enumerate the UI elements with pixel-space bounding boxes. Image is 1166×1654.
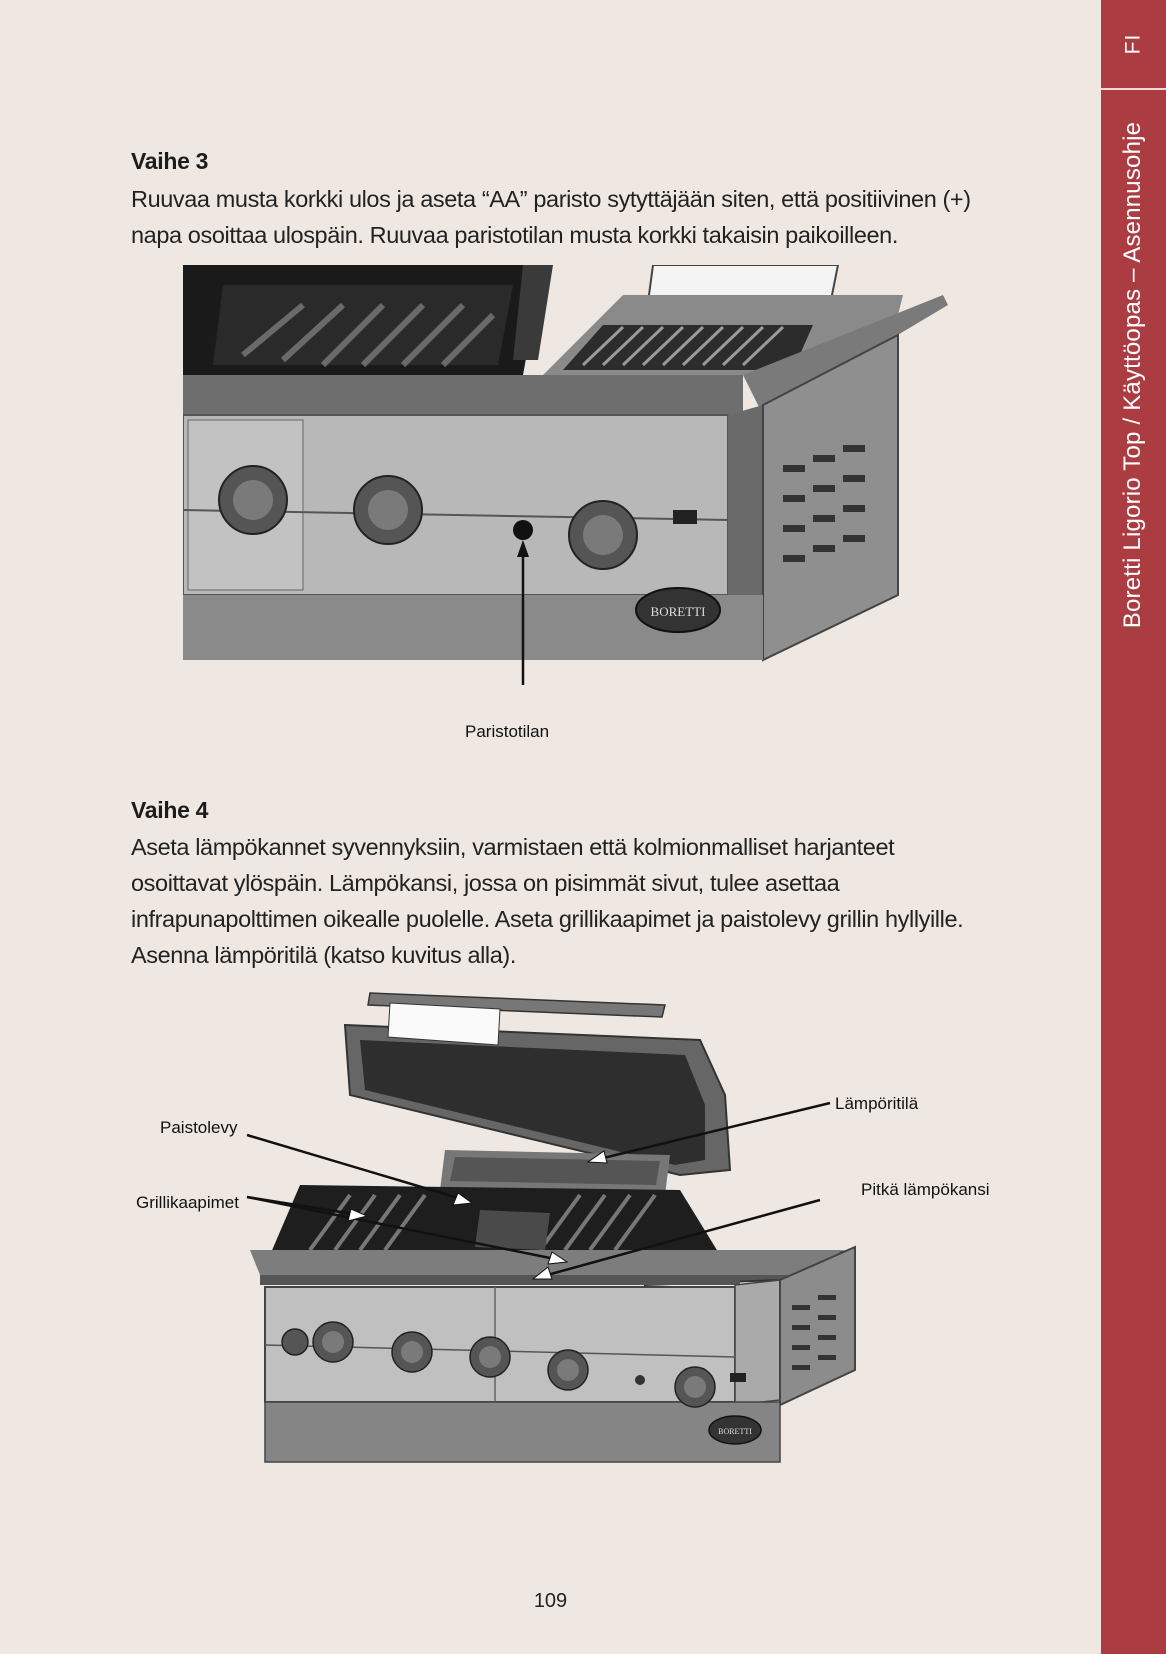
- label-lampoiritila: Lämpöritilä: [835, 1094, 919, 1113]
- language-tab: FI: [1101, 0, 1166, 88]
- sidebar-title: Boretti Ligorio Top / Käyttöopas – Asenn…: [1119, 121, 1146, 629]
- fig2-badge-text: BORETTI: [718, 1427, 752, 1436]
- step4-line: osoittavat ylöspäin. Lämpökansi, jossa o…: [131, 870, 840, 896]
- sidebar-divider: [1101, 88, 1166, 90]
- page-number: 109: [533, 1590, 568, 1612]
- label-paistolevy: Paistolevy: [160, 1118, 238, 1137]
- step3-heading: Vaihe 3: [131, 148, 209, 174]
- fig1-badge-text: BORETTI: [651, 604, 706, 619]
- grill-assembly-illustration: BORETTI: [246, 992, 856, 1463]
- step3-line: napa osoittaa ulospäin. Ruuvaa paristoti…: [131, 222, 898, 248]
- step4-text: Aseta lämpökannet syvennyksiin, varmista…: [131, 829, 1031, 973]
- step3-text: Ruuvaa musta korkki ulos ja aseta “AA” p…: [131, 181, 1031, 253]
- sidebar: FI Boretti Ligorio Top / Käyttöopas – As…: [1101, 0, 1166, 1654]
- label-pitka-lampokansi: Pitkä lämpökansi: [861, 1180, 990, 1199]
- step4-line: Aseta lämpökannet syvennyksiin, varmista…: [131, 834, 895, 860]
- battery-compartment-label: Paristotilan: [465, 722, 550, 741]
- step4-line: Asenna lämpöritilä (katso kuvitus alla).: [131, 942, 516, 968]
- battery-compartment-illustration: BORETTI: [183, 265, 948, 685]
- label-grillikaapimet: Grillikaapimet: [136, 1193, 239, 1212]
- step4-line: infrapunapolttimen oikealle puolelle. As…: [131, 906, 964, 932]
- step3-line: Ruuvaa musta korkki ulos ja aseta “AA” p…: [131, 186, 971, 212]
- language-label: FI: [1121, 33, 1145, 55]
- step4-heading: Vaihe 4: [131, 797, 209, 823]
